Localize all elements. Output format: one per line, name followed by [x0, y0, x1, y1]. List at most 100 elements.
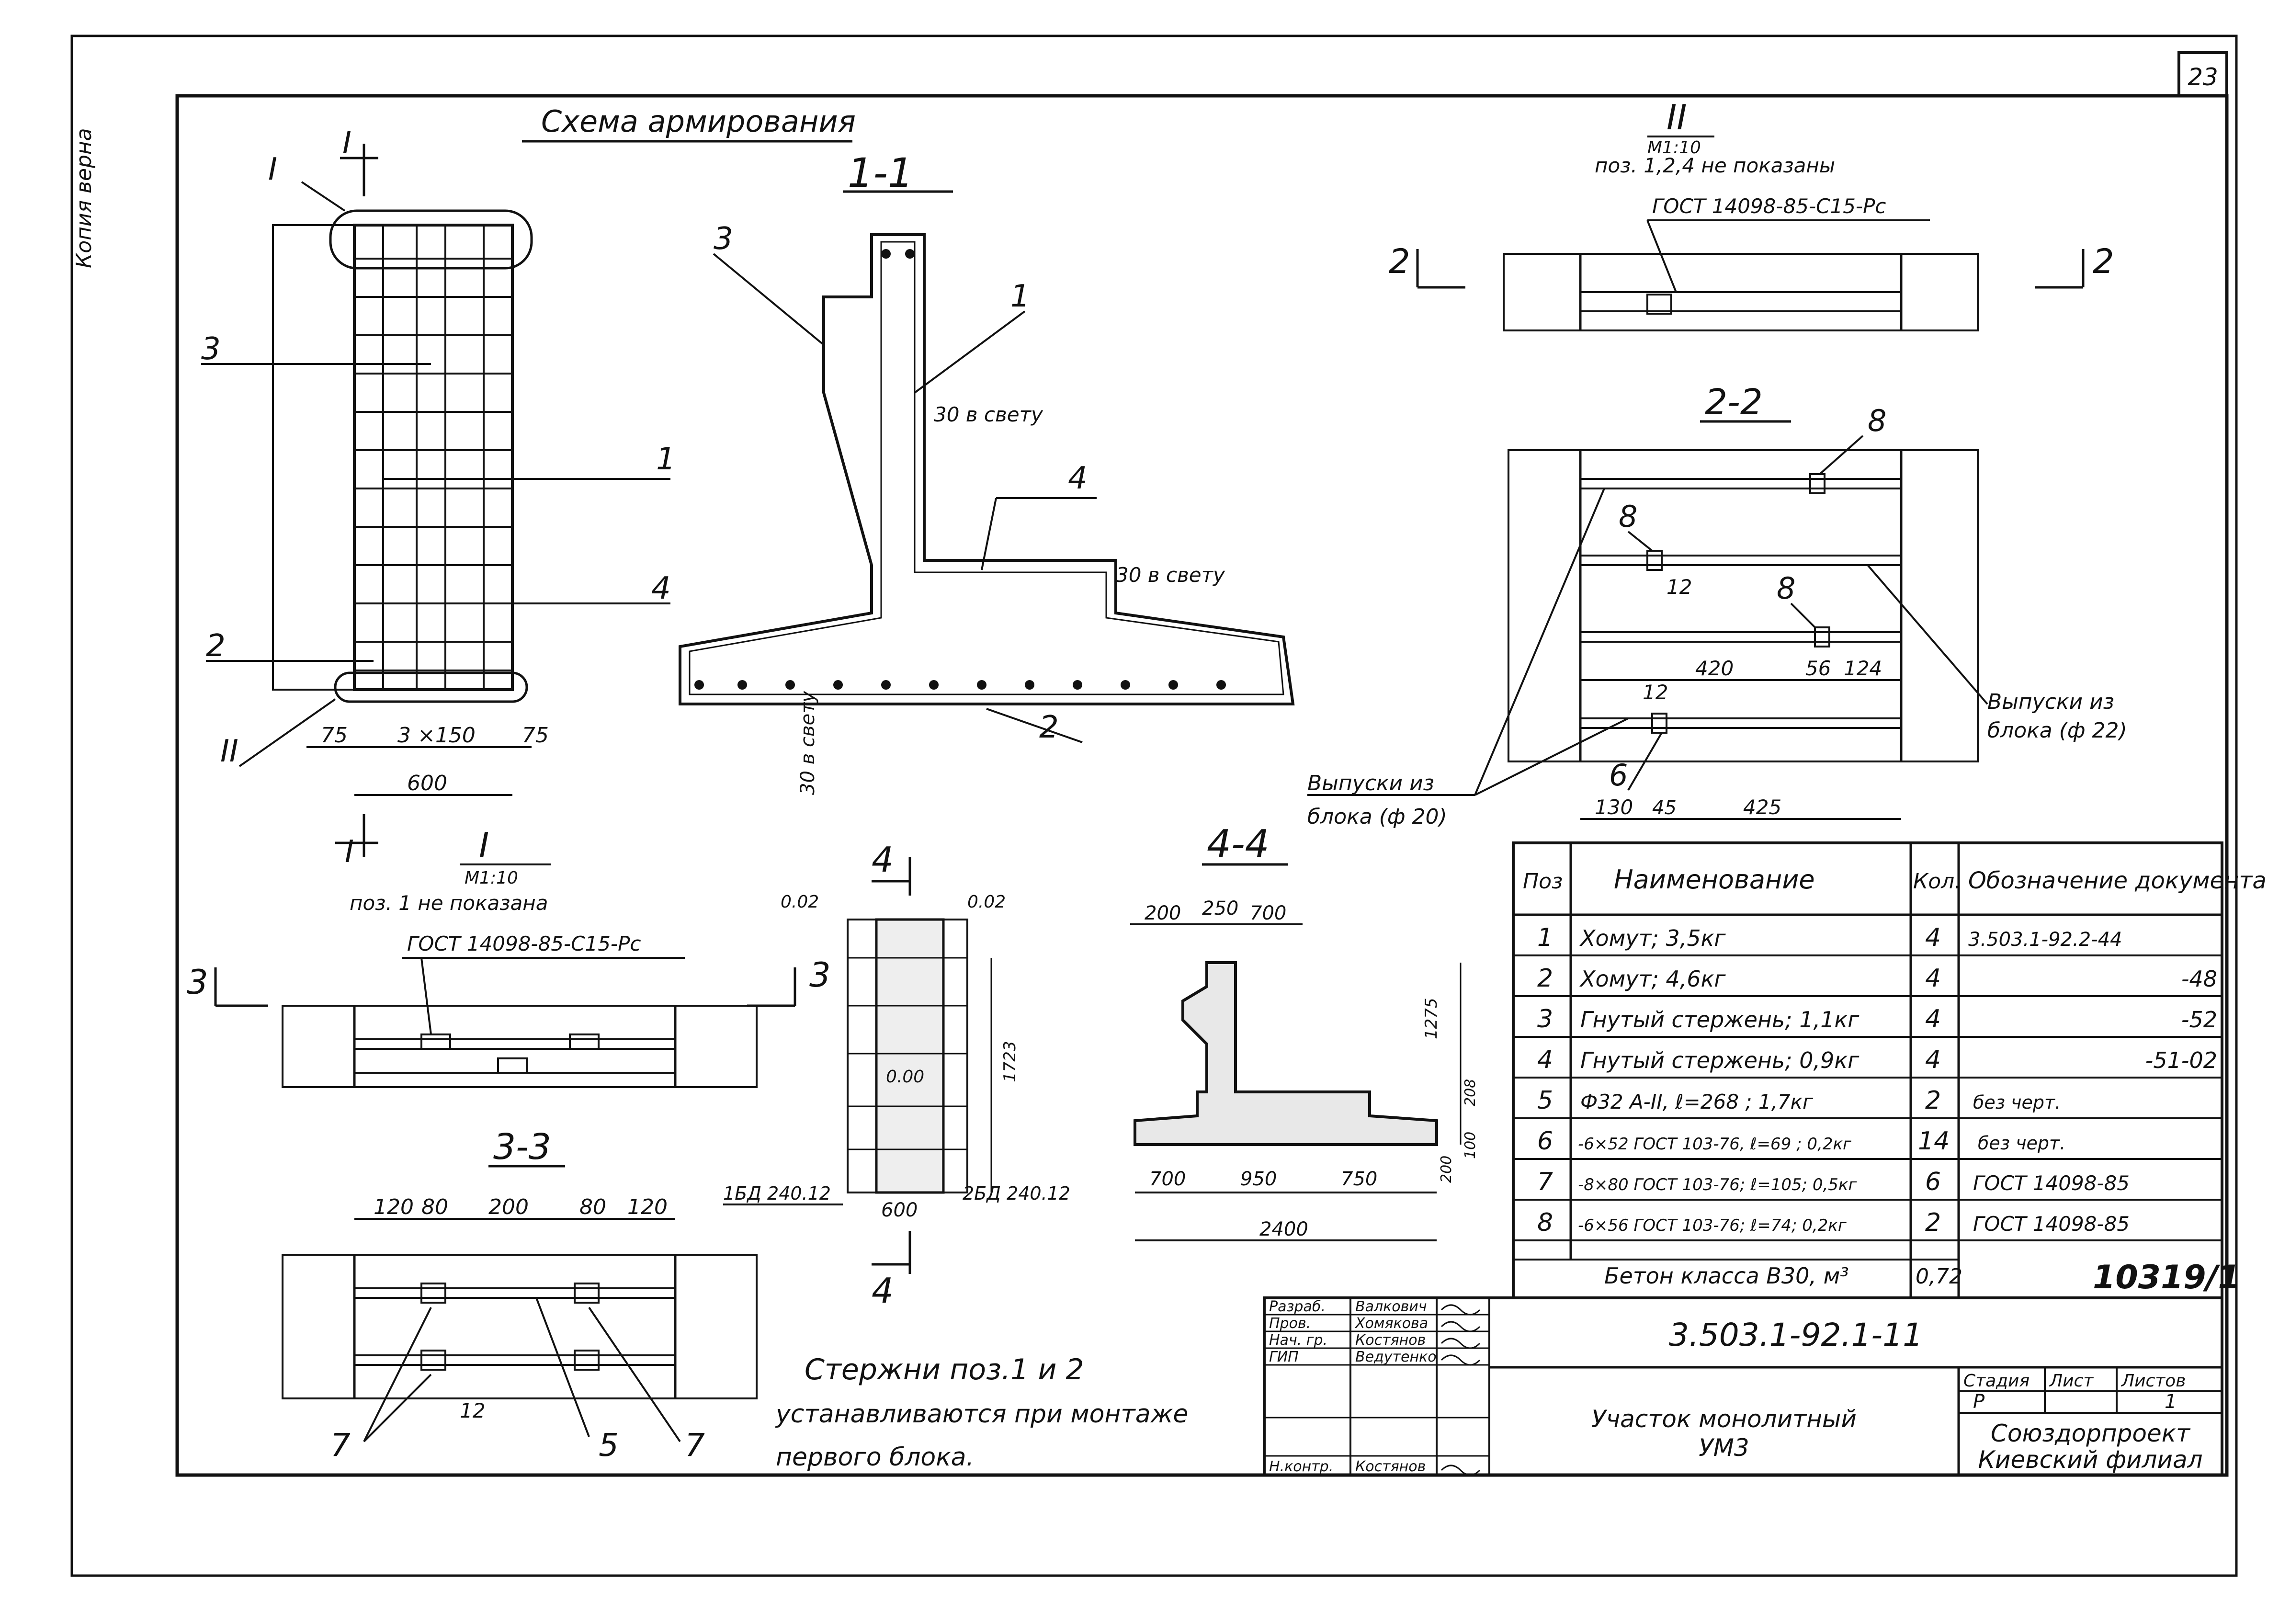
dim-1275: 1275	[1422, 998, 1441, 1039]
section-1-1-title: 1-1	[848, 149, 913, 196]
role-chief-engineer: ГИП	[1269, 1349, 1299, 1365]
spec-header-pos: Поз	[1523, 869, 1563, 894]
outer-frame	[70, 34, 2238, 1577]
dim-top-700: 700	[1250, 902, 1286, 924]
dim-120-left: 120	[374, 1195, 414, 1219]
scheme-title: Схема армирования	[541, 104, 856, 139]
spec-row-5-doc: без черт.	[1973, 1092, 2061, 1113]
object-name-2: УМ3	[1699, 1434, 1749, 1462]
detail-I-gost: ГОСТ 14098-85-С15-Рс	[407, 932, 641, 955]
stage-value: Р	[1973, 1391, 1985, 1413]
spec-row-3-doc: -52	[2181, 1007, 2217, 1033]
block-1BD: 1БД 240.12	[723, 1183, 831, 1204]
detail-I-cut-left: 3	[187, 963, 208, 1002]
spec-ref: 10319/1	[2093, 1259, 2241, 1296]
section-3-3: 3-3 120 80 200 80 120 7 5 7 12	[282, 1126, 758, 1464]
dim-top-200: 200	[1145, 902, 1181, 924]
spec-row-6-qty: 14	[1918, 1127, 1950, 1156]
spec-row-5-qty: 2	[1925, 1086, 1941, 1115]
spec-row-4-qty: 4	[1925, 1045, 1941, 1074]
spec-row-7-doc: ГОСТ 14098-85	[1973, 1171, 2130, 1195]
outlets-right-l2: блока (ф 22)	[1987, 718, 2127, 743]
scheme-pos-3: 3	[201, 331, 221, 367]
note-line-2: устанавливаются при монтаже	[775, 1400, 1188, 1429]
role-checker: Пров.	[1269, 1315, 1311, 1332]
spec-row-4-name: Гнутый стержень; 0,9кг	[1580, 1047, 1859, 1073]
title-block: Разраб. Пров. Нач. гр. ГИП Н.контр. Валк…	[1263, 1296, 2223, 1476]
section-2-2-pos-6: 6	[1609, 758, 1628, 793]
section-3-3-dim-12: 12	[460, 1399, 485, 1422]
detail-II-callout: II	[220, 734, 238, 769]
scheme-pos-1: 1	[656, 442, 676, 477]
org-name-1: Союздорпроект	[1991, 1420, 2191, 1447]
dim-200-right: 200	[1438, 1156, 1455, 1183]
dim-124: 124	[1844, 657, 1882, 680]
dim-12-a: 12	[1667, 575, 1692, 599]
spec-row-2-name: Хомут; 4,6кг	[1579, 966, 1726, 992]
section-4-4: 4-4 200 250 700 700 950 750 2400 1275 20…	[1130, 822, 1479, 1241]
spec-header-qty: Кол.	[1913, 869, 1961, 894]
dim-56: 56	[1805, 657, 1831, 680]
section-3-3-title: 3-3	[493, 1126, 551, 1168]
outlets-left-l1: Выпуски из	[1307, 771, 1434, 795]
inner-frame	[175, 94, 2229, 1477]
detail-II-scale: M1:10	[1647, 138, 1701, 158]
clear-30-top: 30 в свету	[934, 403, 1043, 426]
name-chief-engineer: Ведутенко	[1355, 1349, 1437, 1365]
spec-row-6-doc: без черт.	[1978, 1133, 2065, 1154]
mark-0-02-left: 0.02	[781, 892, 819, 912]
sheet-number-box	[2177, 51, 2228, 97]
spec-row-3-name: Гнутый стержень; 1,1кг	[1580, 1007, 1859, 1033]
role-developer: Разраб.	[1269, 1298, 1326, 1315]
section-1-1-pos-1: 1	[1010, 279, 1030, 314]
section-3-3-pos-7-right: 7	[685, 1427, 705, 1464]
section-1-1-pos-3: 3	[714, 221, 733, 257]
dim-1723: 1723	[1000, 1041, 1020, 1082]
sheets-header: Листов	[2120, 1371, 2186, 1391]
dim-75-left: 75	[321, 723, 348, 748]
section-4-4-title: 4-4	[1207, 822, 1270, 866]
spec-row-7-pos: 7	[1537, 1168, 1553, 1196]
role-group-head: Нач. гр.	[1269, 1332, 1327, 1349]
detail-I-cut-right: 3	[809, 955, 831, 995]
dim-width-600: 600	[881, 1199, 918, 1221]
spec-header-name: Наименование	[1614, 864, 1815, 895]
clear-30-right: 30 в свету	[1116, 563, 1225, 587]
reinforcement-scheme: Схема армирования I I I 3 1 4 2	[201, 104, 856, 870]
dim-425: 425	[1743, 795, 1781, 819]
concrete-label: Бетон класса В30, м³	[1604, 1263, 1849, 1289]
section-2-2: 2-2 8 8 8 6 12 420 56 124 12 130 45 425	[1307, 382, 2127, 829]
sheets-value: 1	[2165, 1391, 2177, 1413]
clear-30-bottom: 30 в свету	[797, 691, 819, 795]
section-3-3-pos-5: 5	[599, 1427, 619, 1464]
dim-80-left: 80	[421, 1195, 448, 1219]
dim-bottom-950: 950	[1240, 1168, 1277, 1190]
dim-200: 200	[488, 1195, 529, 1219]
detail-II-title: II	[1667, 97, 1687, 137]
sheet-header: Лист	[2049, 1371, 2094, 1391]
dim-80-right: 80	[579, 1195, 606, 1219]
section-1-1-pos-4: 4	[1068, 461, 1088, 496]
detail-II-gost: ГОСТ 14098-85-С15-Рс	[1652, 194, 1886, 218]
name-checker: Хомякова	[1354, 1315, 1428, 1332]
spec-row-1-qty: 4	[1925, 923, 1941, 952]
spec-row-3-qty: 4	[1925, 1005, 1941, 1033]
dim-3x150: 3 ×150	[397, 723, 476, 748]
dim-75-right: 75	[522, 723, 549, 748]
detail-II-cut-left: 2	[1389, 242, 1410, 281]
spec-row-5-pos: 5	[1537, 1086, 1553, 1115]
spec-row-7-name: -8×80 ГОСТ 103-76; ℓ=105; 0,5кг	[1578, 1175, 1857, 1194]
spec-row-8-qty: 2	[1925, 1208, 1941, 1237]
section-4-cut: 4 4 0.02 0.02 0.00 1723 600 1БД 240.12 2…	[723, 840, 1070, 1311]
signatures	[1440, 1304, 1481, 1476]
section-2-2-title: 2-2	[1705, 382, 1763, 423]
spec-row-1-doc: 3.503.1-92.2-44	[1968, 929, 2122, 951]
outlets-right-l1: Выпуски из	[1987, 690, 2114, 714]
role-norm-control: Н.контр.	[1269, 1458, 1333, 1475]
scheme-pos-4: 4	[651, 571, 671, 606]
section-1-1: 1-1 3 1 4 2 30 в свету 30 в свету 30 в с…	[679, 149, 1295, 795]
spec-row-8-pos: 8	[1537, 1208, 1553, 1237]
mark-0-02-right: 0.02	[967, 892, 1006, 912]
cut-label-top: I	[342, 125, 351, 161]
